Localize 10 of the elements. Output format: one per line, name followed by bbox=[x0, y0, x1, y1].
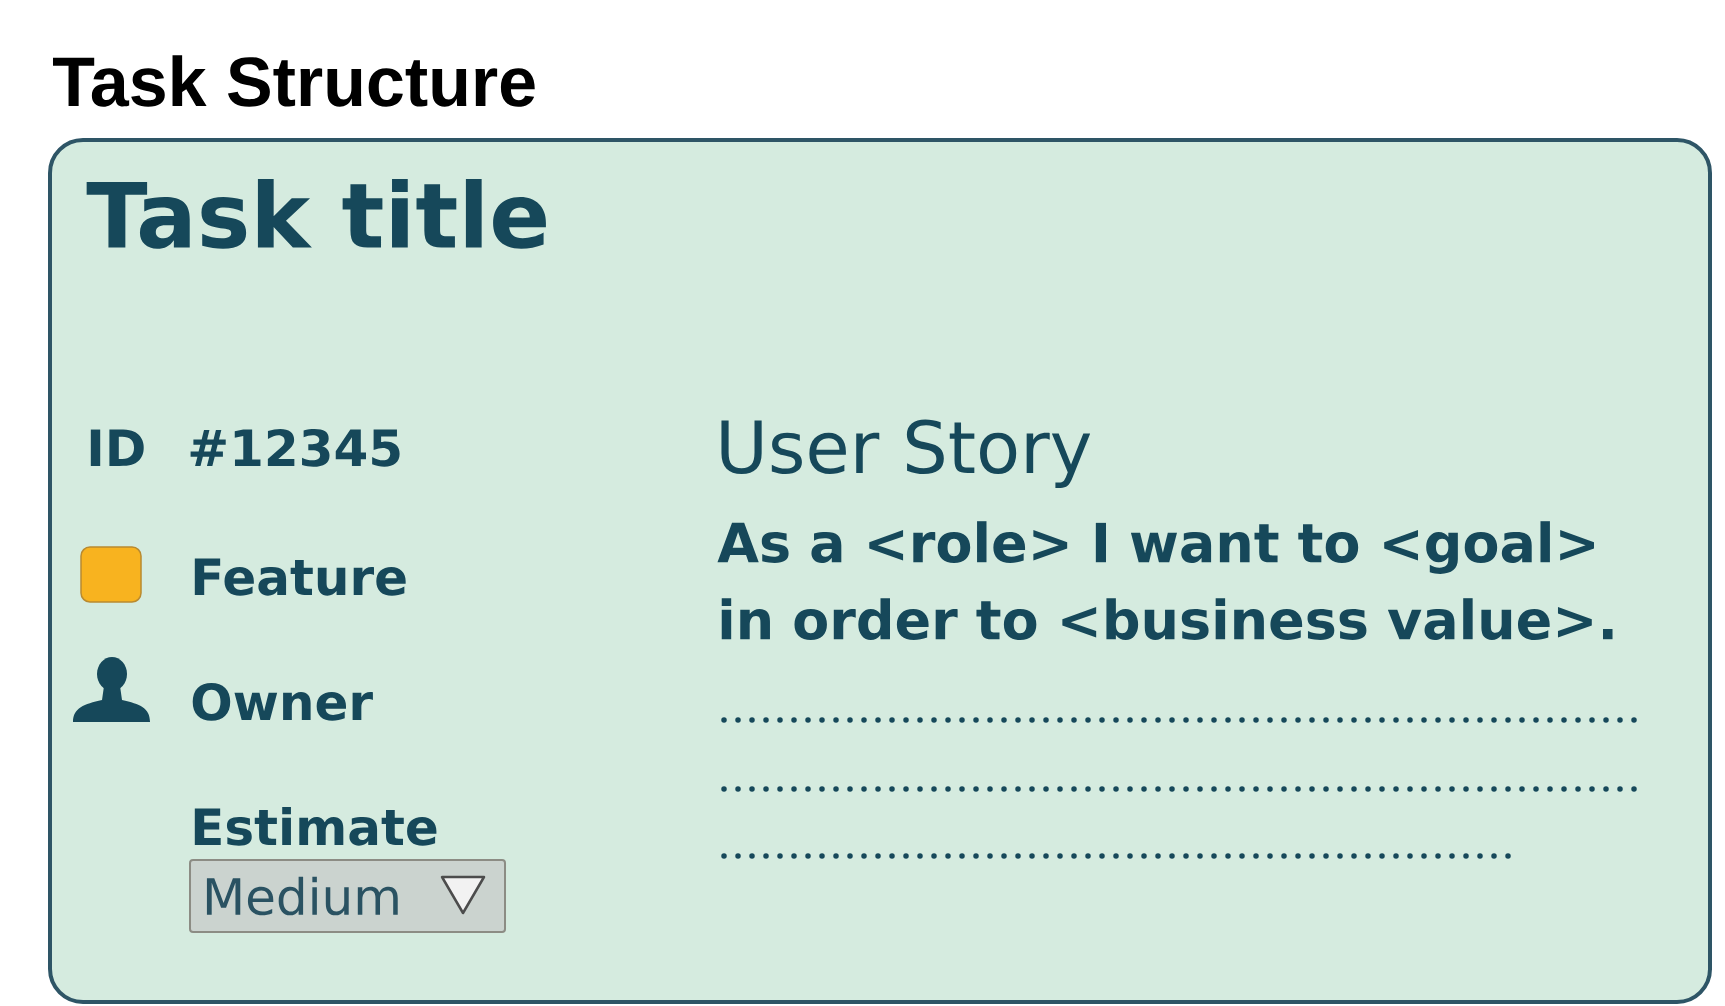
title: Task Structure bbox=[53, 55, 535, 107]
field-label: Estimate bbox=[194, 807, 437, 846]
section-heading: User Story bbox=[721, 419, 1091, 488]
id-number: #12345 bbox=[190, 428, 400, 467]
owner-label: Owner bbox=[192, 682, 373, 721]
type-label: Feature bbox=[194, 558, 406, 596]
field-label: ID bbox=[90, 429, 144, 466]
dropdown: Medium bbox=[189, 859, 506, 933]
card-title: Task title bbox=[86, 179, 546, 249]
story-text: As a <role> I want to <goal> in order to <business value>. bbox=[717, 521, 1613, 640]
